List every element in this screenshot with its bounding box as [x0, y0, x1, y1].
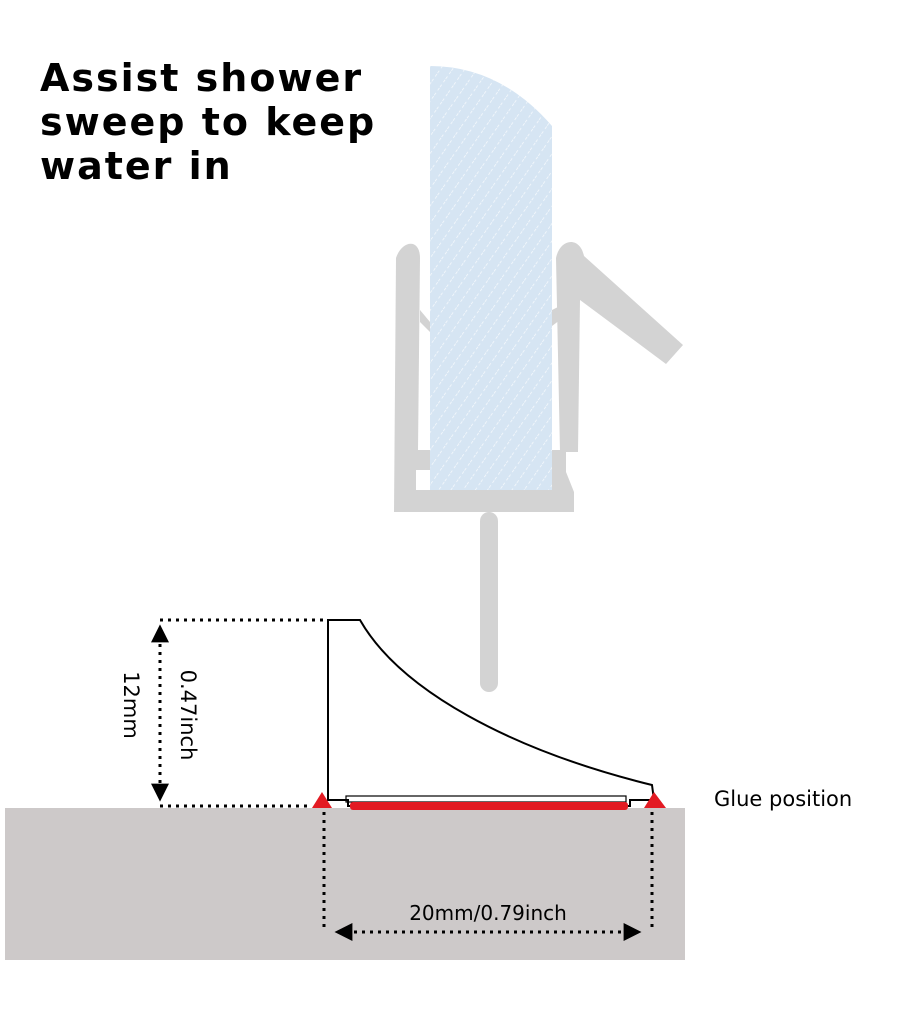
title-line: sweep to keep: [40, 100, 377, 144]
width-label: 20mm/0.79inch: [409, 901, 567, 925]
door-seal-profile: [394, 241, 683, 692]
height-inch-label: 0.47inch: [176, 670, 200, 761]
glue-position-label: Glue position: [714, 787, 852, 811]
glue-strip: [350, 802, 628, 810]
glue-dot-right: [644, 792, 666, 808]
title-line: Assist shower: [40, 56, 364, 100]
glass-panel: [430, 66, 552, 490]
page-title: Assist shower sweep to keep water in: [40, 56, 420, 188]
height-dimension: [151, 618, 326, 808]
floor-block: [5, 808, 685, 960]
shower-sweep-profile: [327, 619, 656, 807]
height-mm-label: 12mm: [119, 671, 143, 739]
width-dimension: [322, 812, 654, 941]
title-line: water in: [40, 144, 233, 188]
glue-dot-left: [312, 792, 332, 808]
